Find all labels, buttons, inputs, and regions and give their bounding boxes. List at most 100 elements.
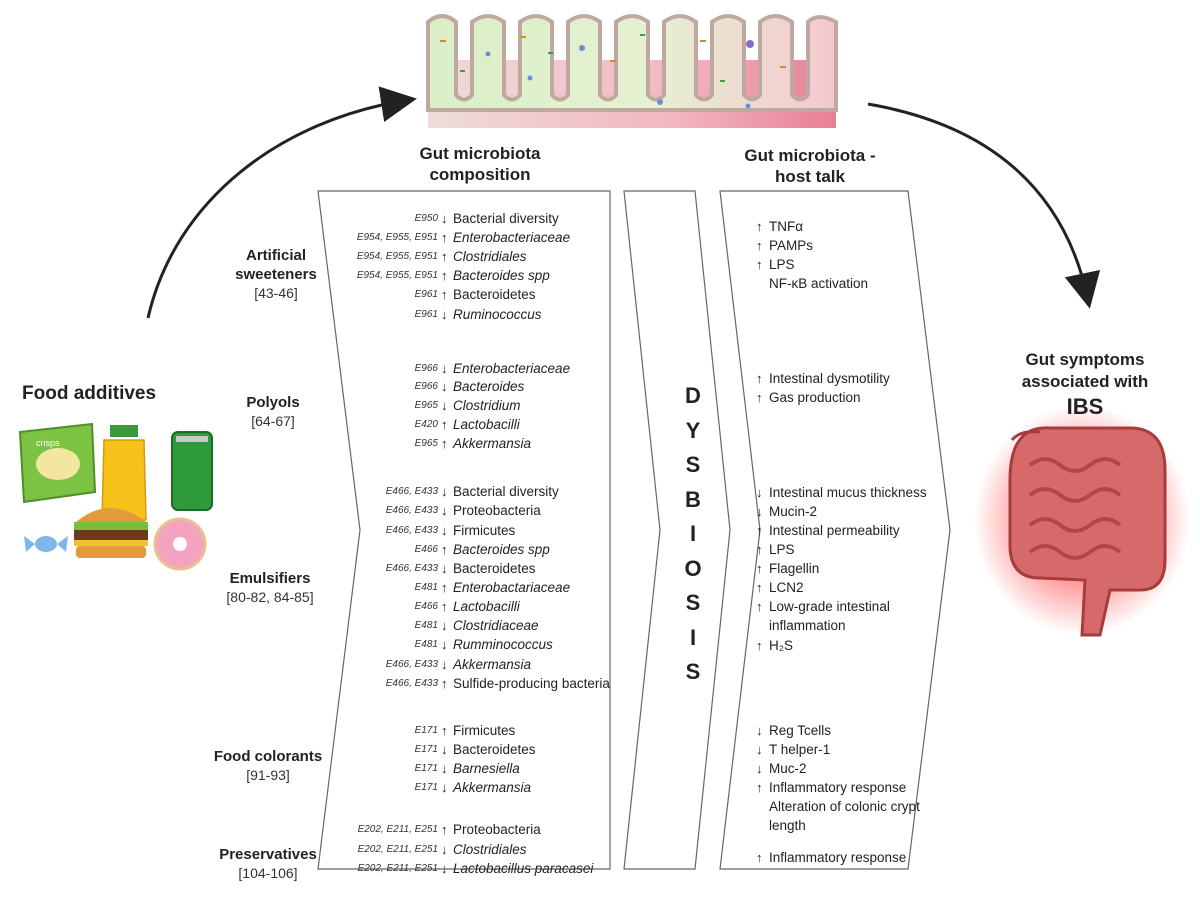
host-effect-label: Gas production: [769, 390, 861, 405]
increase-arrow-icon: ↑: [441, 436, 448, 451]
category-name-line: Artificial: [245, 247, 306, 264]
gut-symptoms-line2: associated with: [1021, 372, 1149, 391]
taxon-label: Ruminococcus: [453, 307, 542, 322]
host-effect-row: inflammation: [769, 616, 846, 635]
composition-row: E466, E433↓ Bacteroidetes: [386, 559, 536, 578]
category-reference: [80-82, 84-85]: [226, 589, 314, 605]
taxon-label: Proteobacteria: [453, 822, 541, 837]
increase-arrow-icon: ↑: [756, 390, 763, 405]
host-effect-label: Intestinal permeability: [769, 523, 900, 538]
composition-row: E202, E211, E251↑Proteobacteria: [358, 820, 541, 839]
decrease-arrow-icon: ↓: [756, 504, 763, 519]
increase-arrow-icon: ↑: [441, 676, 448, 691]
dysbiosis-letter: I: [689, 624, 697, 650]
composition-row: E466, E433↓Proteobacteria: [386, 501, 541, 520]
additive-code: E965: [414, 438, 438, 449]
taxon-label: Bacterial diversity: [453, 211, 559, 226]
increase-arrow-icon: ↑: [441, 542, 448, 557]
taxon-label: Rumminococcus: [453, 637, 553, 652]
decrease-arrow-icon: ↓: [441, 361, 448, 376]
decrease-arrow-icon: ↓: [441, 503, 448, 518]
taxon-label: Bacteroides: [453, 379, 525, 394]
host-effect-row: ↑PAMPs: [756, 236, 813, 255]
host-effect-row: ↓Mucin-2: [756, 502, 817, 521]
increase-arrow-icon: ↑: [441, 268, 448, 283]
decrease-arrow-icon: ↓: [441, 398, 448, 413]
increase-arrow-icon: ↑: [441, 230, 448, 245]
category-name-line: Emulsifiers: [229, 570, 311, 587]
composition-row: E466↑Lactobacilli: [415, 597, 520, 616]
gut-symptoms-line1: Gut symptoms: [1025, 350, 1145, 369]
category-artificial-sweeteners: Artificial sweeteners [43-46]: [196, 246, 356, 302]
increase-arrow-icon: ↑: [441, 287, 448, 302]
composition-row: E420↑Lactobacilli: [415, 415, 520, 434]
category-name-line: Preservatives: [219, 846, 317, 863]
increase-arrow-icon: ↑: [756, 780, 763, 795]
host-effect-label: Intestinal mucus thickness: [769, 485, 927, 500]
decrease-arrow-icon: ↓: [441, 637, 448, 652]
decrease-arrow-icon: ↓: [756, 742, 763, 757]
increase-arrow-icon: ↑: [441, 417, 448, 432]
decrease-arrow-icon: ↓: [441, 780, 448, 795]
taxon-label: Bacteroidetes: [453, 561, 536, 576]
taxon-label: Akkermansia: [453, 436, 532, 451]
increase-arrow-icon: ↑: [756, 371, 763, 386]
taxon-label: Bacteroidetes: [453, 742, 536, 757]
taxon-label: Bacteroides spp: [453, 268, 550, 283]
additive-code: E961: [414, 309, 438, 320]
taxon-label: Firmicutes: [453, 723, 516, 738]
host-effect-label: Inflammatory response: [769, 780, 907, 795]
decrease-arrow-icon: ↓: [441, 484, 448, 499]
dysbiosis-letter: Y: [685, 417, 701, 443]
additive-code: E466, E433: [385, 659, 438, 670]
additive-code: E171: [414, 763, 438, 774]
taxon-label: Bacteroides spp: [453, 542, 550, 557]
host-effect-row: ↑LCN2: [756, 578, 804, 597]
increase-arrow-icon: ↑: [756, 219, 763, 234]
decrease-arrow-icon: ↓: [441, 561, 448, 576]
taxon-label: Clostridiales: [453, 249, 527, 264]
dysbiosis-letter: S: [685, 452, 701, 477]
host-effect-row: ↓Muc-2: [756, 759, 807, 778]
host-effect-label: inflammation: [769, 618, 846, 633]
composition-row: E171↑Firmicutes: [415, 721, 516, 740]
host-talk-header-line2: host talk: [775, 167, 845, 186]
host-effect-label: T helper-1: [769, 742, 831, 757]
dysbiosis-letter: O: [684, 555, 702, 581]
composition-row: E954, E955, E951↑Clostridiales: [357, 247, 527, 266]
composition-row: E961↓Ruminococcus: [415, 305, 542, 324]
additive-code: E466, E433: [385, 505, 438, 516]
increase-arrow-icon: ↑: [441, 599, 448, 614]
additive-code: E961: [414, 289, 438, 300]
ibs-label: IBS: [1066, 394, 1104, 419]
decrease-arrow-icon: ↓: [756, 485, 763, 500]
composition-row: E954, E955, E951↑ Bacteroides spp: [357, 266, 550, 285]
additive-code: E481: [414, 620, 438, 631]
host-effect-row: ↑Flagellin: [756, 559, 819, 578]
additive-code: E954, E955, E951: [356, 232, 438, 243]
taxon-label: Clostridiaceae: [453, 618, 539, 633]
taxon-label: Barnesiella: [453, 761, 520, 776]
soda-can-icon: [171, 431, 213, 511]
host-effect-row: ↑TNFα: [756, 217, 803, 236]
colon-intestine-illustration: [974, 405, 1190, 637]
decrease-arrow-icon: ↓: [441, 523, 448, 538]
composition-row: E481↑Enterobactariaceae: [415, 578, 570, 597]
additive-code: E202, E211, E251: [357, 844, 438, 855]
additive-code: E954, E955, E951: [356, 270, 438, 281]
host-effect-row: ↓ Intestinal mucus thickness: [756, 483, 927, 502]
candy-icon: [24, 536, 68, 552]
composition-row: E966↓Bacteroides: [415, 377, 525, 396]
host-effect-label: Inflammatory response: [769, 850, 907, 865]
host-effect-row: length: [769, 816, 806, 835]
composition-header: Gut microbiota composition: [380, 143, 580, 185]
arrow-to-symptoms: [867, 102, 1101, 309]
composition-row: E954, E955, E951↑Enterobacteriaceae: [357, 228, 570, 247]
taxon-label: Clostridiales: [453, 842, 527, 857]
taxon-label: Enterobacteriaceae: [453, 361, 571, 376]
additive-code: E466, E433: [385, 525, 438, 536]
category-name-line: Food colorants: [213, 748, 323, 765]
increase-arrow-icon: ↑: [756, 561, 763, 576]
category-reference: [104-106]: [238, 865, 298, 881]
additive-code: E466, E433: [385, 563, 438, 574]
